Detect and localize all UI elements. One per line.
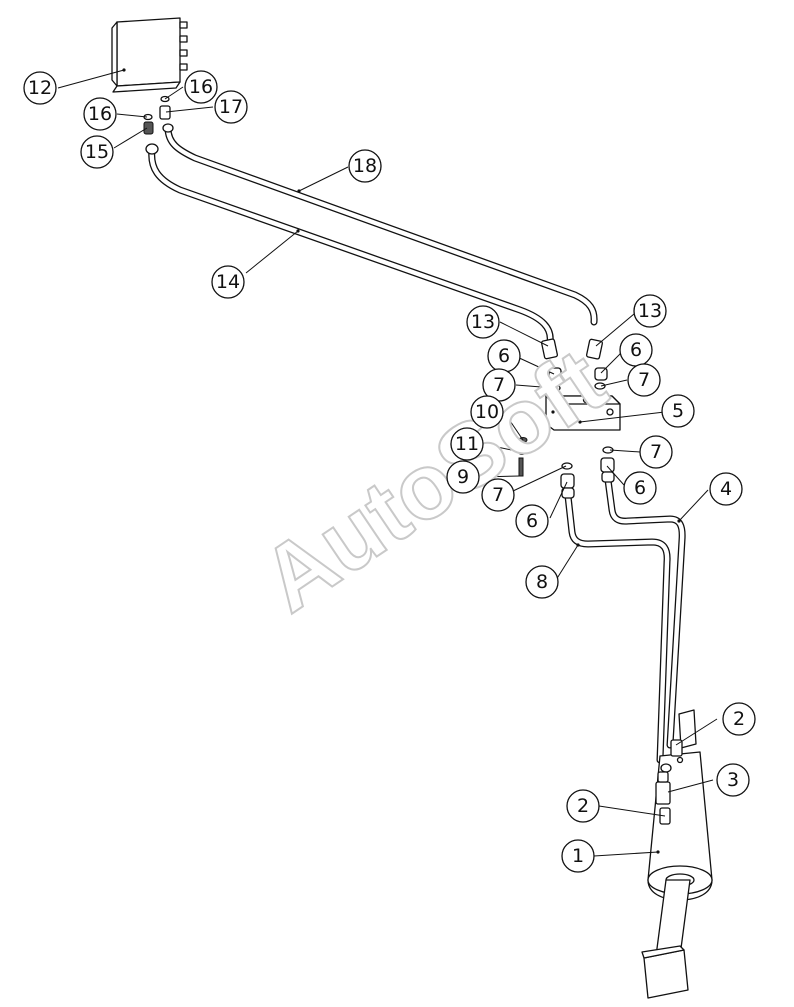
nuts-6-washers-7	[548, 367, 615, 499]
svg-text:13: 13	[471, 311, 495, 333]
callout-11: 11	[450, 427, 484, 461]
svg-text:10: 10	[475, 401, 499, 423]
callout-14: 14	[211, 265, 245, 299]
svg-text:6: 6	[498, 345, 510, 367]
callout-4: 5	[661, 394, 695, 428]
callout-18: 18	[348, 149, 382, 183]
tube-14	[148, 146, 554, 346]
callout-6d: 6	[515, 504, 549, 538]
svg-text:11: 11	[455, 433, 479, 455]
svg-text:9: 9	[457, 466, 469, 488]
svg-text:5: 5	[672, 400, 684, 422]
callout-13a: 13	[466, 305, 500, 339]
tube-8	[564, 492, 671, 764]
svg-text:8: 8	[536, 571, 548, 593]
svg-text:16: 16	[88, 103, 112, 125]
callout-3: 3	[716, 763, 750, 797]
manifold-block-4	[545, 395, 621, 431]
control-valve-block-12	[111, 17, 188, 93]
callout-7d: 7	[481, 478, 515, 512]
svg-text:7: 7	[493, 374, 505, 396]
svg-text:7: 7	[650, 441, 662, 463]
callout-1: 1	[561, 839, 595, 873]
svg-text:6: 6	[526, 510, 538, 532]
callout-5: 4	[709, 472, 743, 506]
svg-text:4: 4	[720, 478, 732, 500]
svg-text:12: 12	[28, 77, 52, 99]
callout-15: 15	[80, 135, 114, 169]
callout-7b: 7	[627, 363, 661, 397]
svg-text:1: 1	[572, 845, 584, 867]
tube-18	[164, 124, 598, 326]
callout-17: 17	[214, 90, 248, 124]
svg-text:2: 2	[733, 708, 745, 730]
callout-2a: 2	[722, 702, 756, 736]
callout-6a: 6	[487, 339, 521, 373]
callout-7a: 7	[482, 368, 516, 402]
callout-7c: 7	[639, 435, 673, 469]
callout-13b: 13	[633, 294, 667, 328]
callout-16b: 16	[83, 97, 117, 131]
bolt-9-washers-10-11	[518, 437, 528, 477]
svg-text:3: 3	[727, 769, 739, 791]
svg-text:7: 7	[638, 369, 650, 391]
callout-12: 12	[23, 71, 57, 105]
callout-6b: 6	[619, 333, 653, 367]
callout-10: 10	[470, 395, 504, 429]
callout-6c: 6	[623, 471, 657, 505]
svg-text:7: 7	[492, 484, 504, 506]
svg-text:13: 13	[638, 300, 662, 322]
svg-text:16: 16	[189, 76, 213, 98]
callout-8: 8	[525, 565, 559, 599]
svg-text:6: 6	[630, 339, 642, 361]
callout-2b: 2	[566, 789, 600, 823]
svg-text:17: 17	[219, 96, 243, 118]
fittings-2-3	[655, 739, 684, 825]
tube-5	[604, 476, 686, 749]
leader-lines	[57, 69, 718, 857]
svg-text:6: 6	[634, 477, 646, 499]
callout-9: 9	[446, 460, 480, 494]
callout-balloons: 12 16 16 17 15 18 14 13 13 6 6 7 7 5 10 …	[23, 70, 756, 873]
callout-16a: 16	[184, 70, 218, 104]
svg-text:14: 14	[216, 271, 240, 293]
fittings-15-16-17	[143, 95, 174, 155]
svg-text:18: 18	[353, 155, 377, 177]
svg-text:15: 15	[85, 141, 109, 163]
svg-text:2: 2	[577, 795, 589, 817]
